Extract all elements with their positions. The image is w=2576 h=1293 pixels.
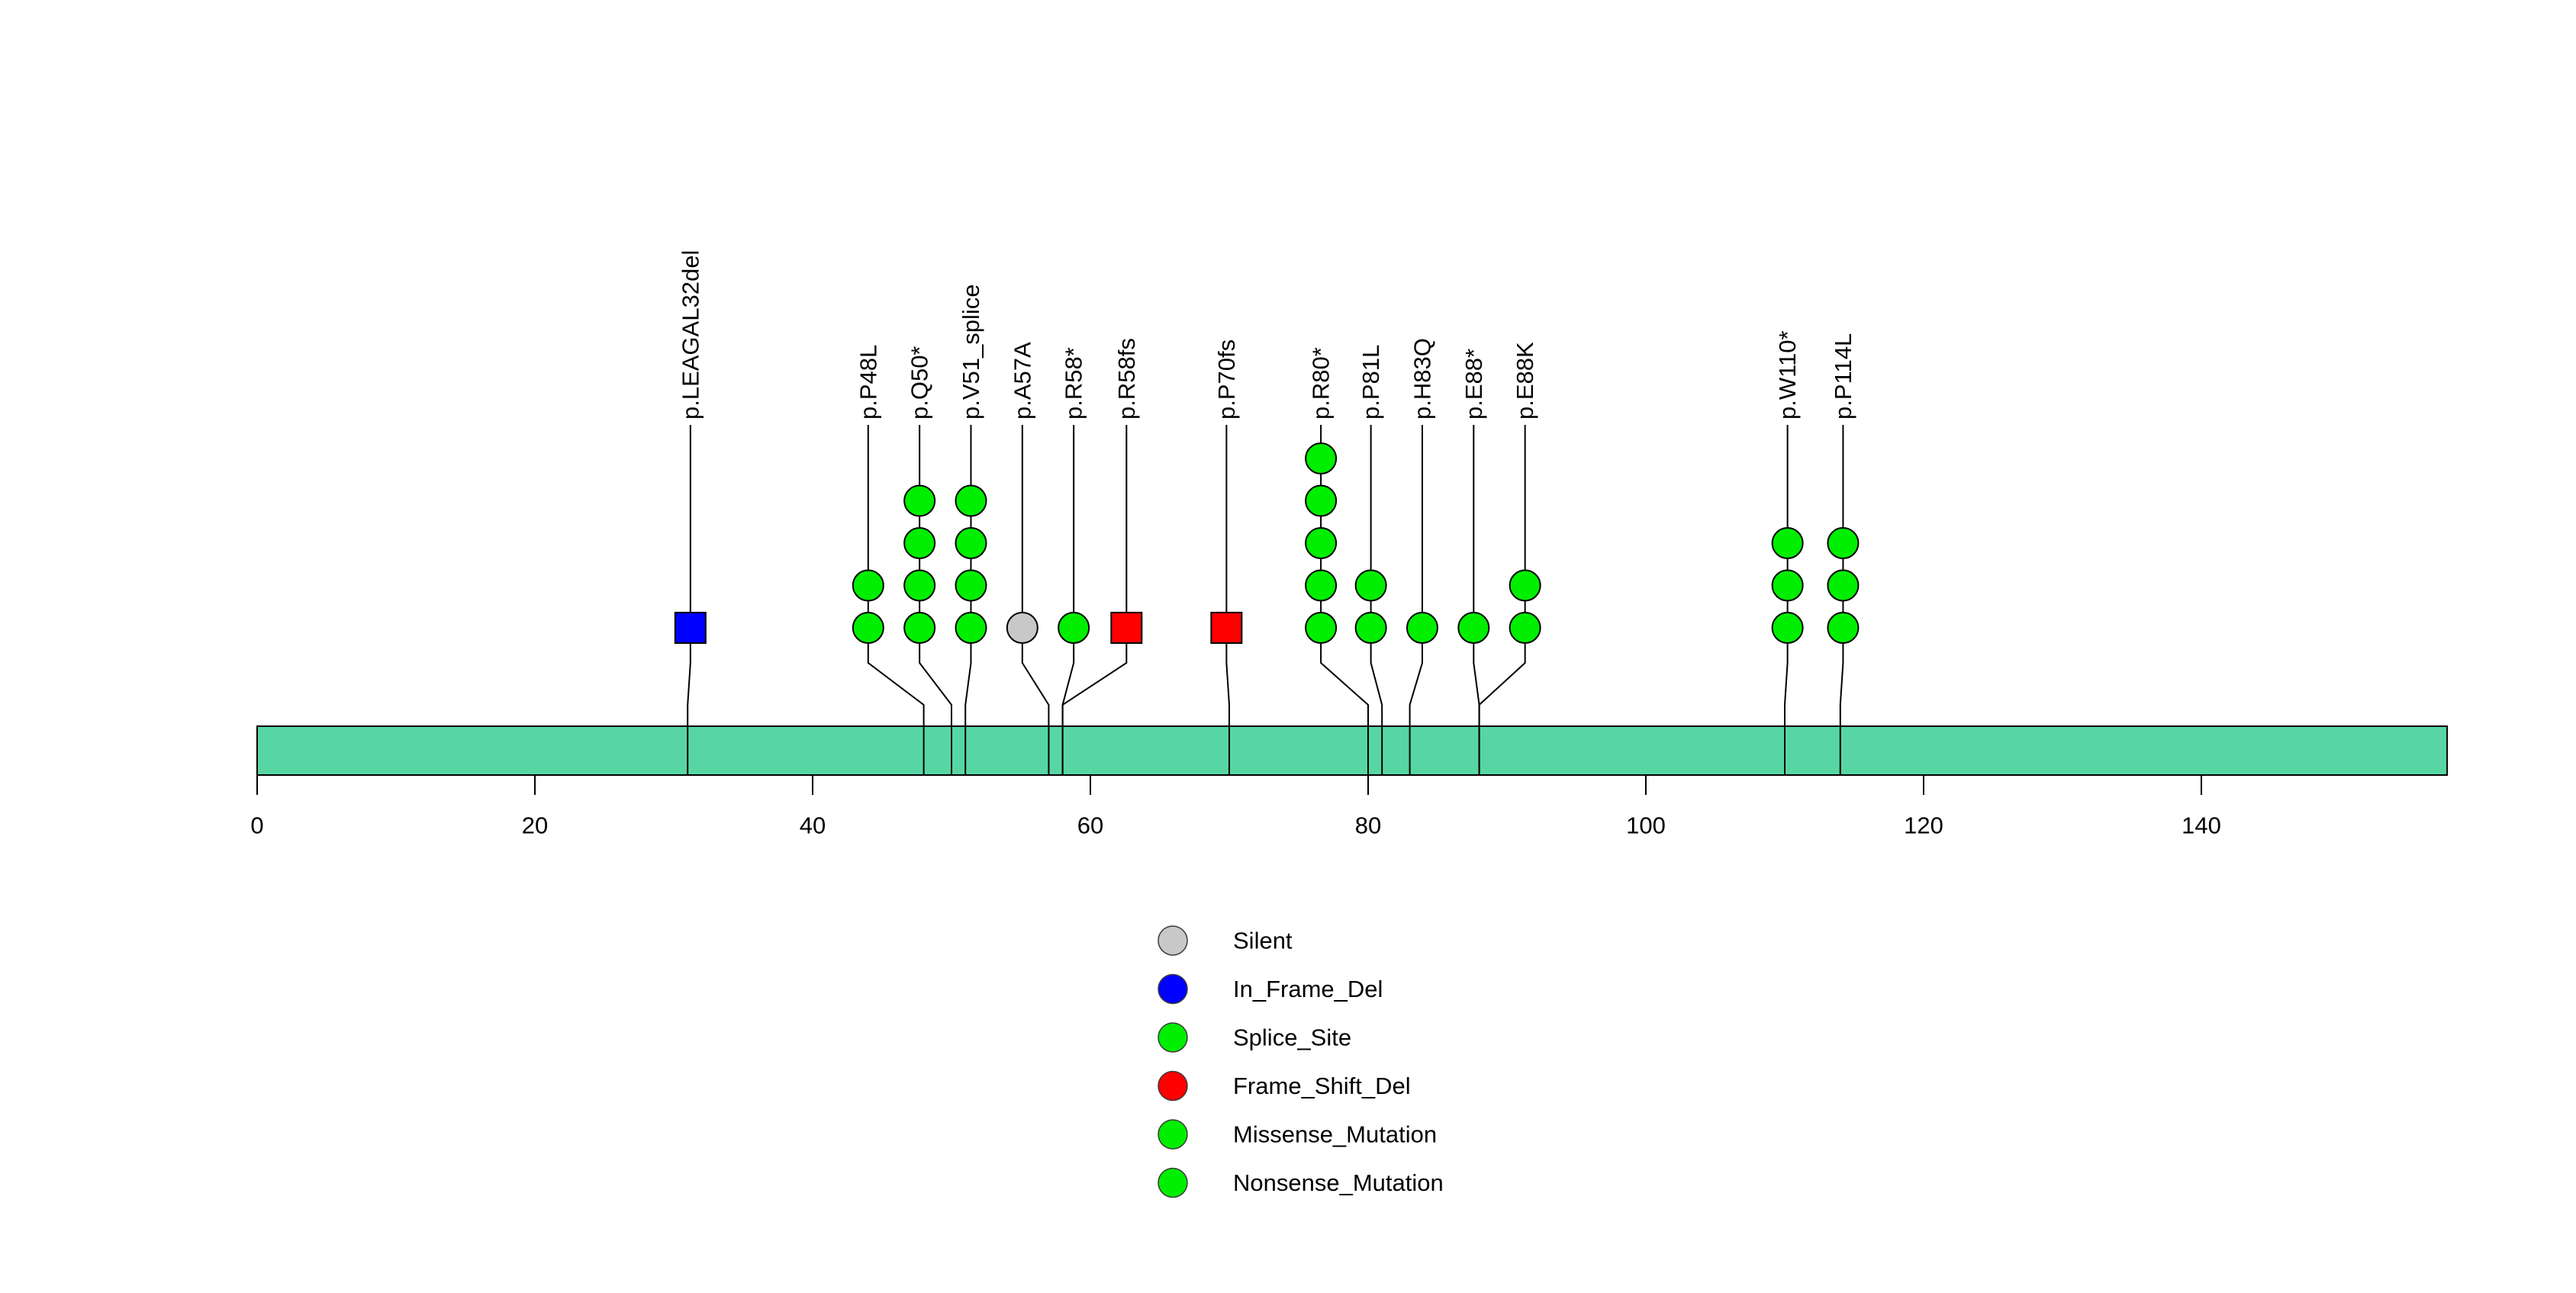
mutation-marker: [955, 569, 987, 602]
mutation-stem: [687, 425, 691, 775]
mutation-marker: [1354, 569, 1387, 602]
mutation-marker: [1305, 442, 1338, 474]
legend-label: Silent: [1233, 928, 1293, 954]
mutation-label: p.R58fs: [1113, 338, 1140, 420]
legend-swatch: [1158, 973, 1188, 1005]
mutation-stem: [867, 425, 925, 775]
mutation-label: p.H83Q: [1409, 338, 1435, 420]
mutation-marker: [674, 612, 707, 644]
legend-label: Splice_Site: [1233, 1024, 1351, 1051]
mutation-marker: [1457, 612, 1490, 644]
mutation-marker: [852, 569, 884, 602]
mutation-marker: [1305, 612, 1338, 644]
mutation-marker: [955, 612, 987, 644]
mutation-stem: [1478, 425, 1526, 775]
mutation-stem: [1061, 425, 1075, 775]
mutation-label: p.LEAGAL32del: [677, 250, 704, 420]
mutation-marker: [1827, 527, 1860, 559]
legend-label: Missense_Mutation: [1233, 1121, 1437, 1148]
mutation-marker: [955, 527, 987, 559]
mutation-stem: [1021, 425, 1050, 775]
mutation-label: p.R58*: [1061, 347, 1087, 420]
mutation-label: p.W110*: [1774, 330, 1801, 420]
mutation-marker: [1006, 612, 1038, 644]
mutation-label: p.P81L: [1357, 345, 1384, 420]
legend-swatch: [1158, 925, 1188, 956]
legend-swatch: [1158, 1167, 1188, 1198]
gene-bar: [256, 725, 2449, 776]
mutation-label: p.P70fs: [1213, 339, 1240, 420]
legend-swatch: [1158, 1119, 1188, 1150]
mutation-label: p.V51_splice: [958, 284, 984, 420]
legend-label: Frame_Shift_Del: [1233, 1073, 1411, 1099]
mutation-stem: [1370, 425, 1383, 775]
axis-tick-label: 80: [1355, 812, 1381, 838]
mutation-marker: [1771, 569, 1804, 602]
mutation-marker: [903, 484, 936, 517]
mutation-stem: [1320, 425, 1369, 775]
mutation-stem: [1061, 425, 1128, 775]
mutation-marker: [1827, 569, 1860, 602]
legend-label: In_Frame_Del: [1233, 976, 1383, 1002]
mutation-marker: [1110, 612, 1143, 644]
mutation-marker: [955, 484, 987, 517]
axis-tick-label: 60: [1077, 812, 1103, 838]
mutation-marker: [903, 612, 936, 644]
labels-layer: p.LEAGAL32del p.P48L p.Q50* p.V51_splice p.A…: [677, 250, 1856, 420]
mutation-marker: [1509, 569, 1541, 602]
gene-bar-layer: [256, 725, 2449, 776]
legend-swatch: [1158, 1070, 1188, 1102]
mutation-stem: [1473, 425, 1480, 775]
mutation-marker: [1305, 569, 1338, 602]
axis-tick-label: 100: [1626, 812, 1666, 838]
stems-layer: [687, 425, 1844, 775]
mutation-marker: [852, 612, 884, 644]
mutation-label: p.P48L: [855, 345, 881, 420]
axis-tick-label: 40: [800, 812, 826, 838]
mutation-stem: [1225, 425, 1230, 775]
markers-layer: [674, 442, 1860, 644]
mutation-label: p.Q50*: [906, 346, 933, 420]
mutation-marker: [1305, 484, 1338, 517]
mutation-marker: [1305, 527, 1338, 559]
axis-tick-label: 140: [2182, 812, 2221, 838]
axis-tick-label: 120: [1904, 812, 1943, 838]
mutation-marker: [1210, 612, 1243, 644]
mutation-label: p.E88K: [1512, 342, 1538, 420]
mutation-label: p.P114L: [1830, 333, 1856, 420]
mutation-marker: [903, 527, 936, 559]
axis-tick-label: 20: [522, 812, 548, 838]
mutation-marker: [1771, 527, 1804, 559]
mutation-marker: [1058, 612, 1090, 644]
mutation-marker: [1827, 612, 1860, 644]
mutation-label: p.R80*: [1308, 347, 1335, 420]
mutation-marker: [1509, 612, 1541, 644]
legend-label: Nonsense_Mutation: [1233, 1169, 1444, 1196]
mutation-label: p.E88*: [1460, 349, 1487, 420]
mutation-marker: [1406, 612, 1438, 644]
legend-swatch: [1158, 1022, 1188, 1053]
legend-layer: SilentIn_Frame_DelSplice_SiteFrame_Shift…: [1158, 925, 1444, 1198]
mutation-marker: [1354, 612, 1387, 644]
mutation-stem: [1409, 425, 1423, 775]
mutation-marker: [1771, 612, 1804, 644]
mutation-marker: [903, 569, 936, 602]
axis-layer: 0 20 40 60 80 100 120 140: [250, 775, 2221, 838]
mutation-label: p.A57A: [1009, 342, 1035, 420]
axis-tick-label: 0: [250, 812, 263, 838]
